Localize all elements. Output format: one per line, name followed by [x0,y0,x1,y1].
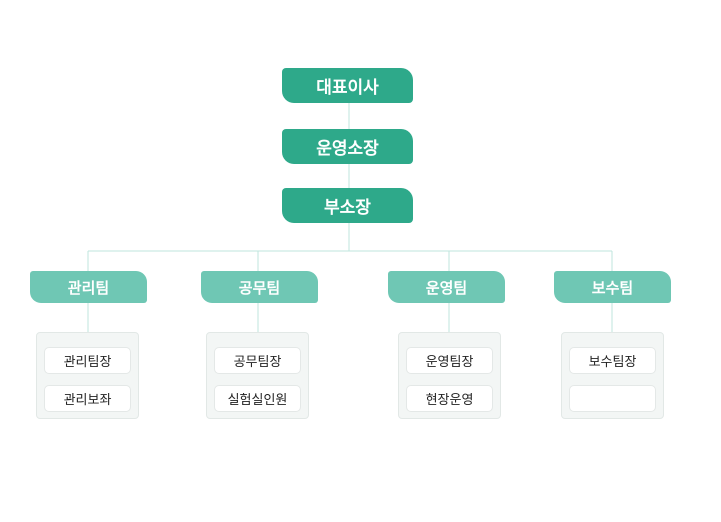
operations-director-box: 운영소장 [282,129,413,164]
ceo-box: 대표이사 [282,68,413,103]
member-group-maintenance: 보수팀장 [561,332,664,419]
member-box: 관리팀장 [44,347,131,374]
member-box: 현장운영 [406,385,493,412]
team-box-public-works: 공무팀 [201,271,318,303]
deputy-director-box: 부소장 [282,188,413,223]
team-box-maintenance: 보수팀 [554,271,671,303]
member-box: 보수팀장 [569,347,656,374]
member-box: 관리보좌 [44,385,131,412]
member-group-management: 관리팀장 관리보좌 [36,332,139,419]
member-box: 운영팀장 [406,347,493,374]
member-box: 실험실인원 [214,385,301,412]
member-box: 공무팀장 [214,347,301,374]
member-group-public-works: 공무팀장 실험실인원 [206,332,309,419]
member-box-empty [569,385,656,412]
member-group-operations: 운영팀장 현장운영 [398,332,501,419]
team-box-operations: 운영팀 [388,271,505,303]
team-box-management: 관리팀 [30,271,147,303]
